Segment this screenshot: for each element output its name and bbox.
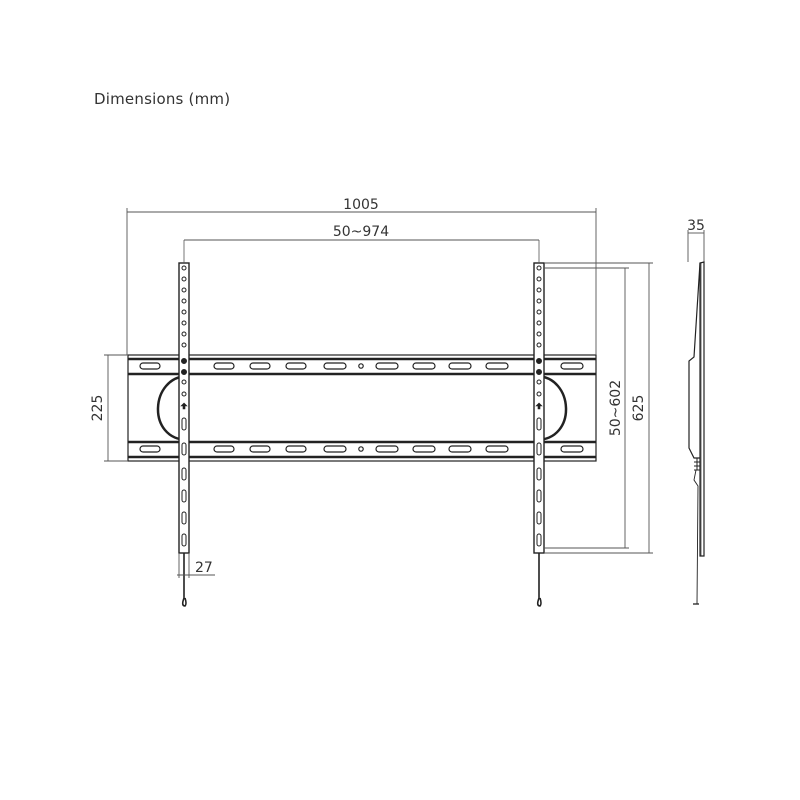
depth-label: 35: [687, 218, 705, 234]
wall-plate-frame: [127, 354, 597, 462]
right-rail: [533, 240, 545, 607]
rail-height-label: 625: [631, 395, 647, 422]
frame-height-label: 225: [90, 395, 106, 422]
top-slots: [139, 362, 584, 370]
vesa-vertical-label: 50~602: [608, 380, 624, 436]
rail-width-label: 27: [195, 560, 213, 576]
diagram-title: Dimensions (mm): [94, 90, 231, 108]
dimension-lines: [104, 208, 705, 578]
rail-spacing-label: 50~974: [333, 224, 389, 240]
side-view: [688, 261, 705, 605]
overall-width-label: 1005: [343, 197, 379, 213]
bottom-slots: [139, 445, 584, 453]
left-rail: [178, 240, 190, 607]
